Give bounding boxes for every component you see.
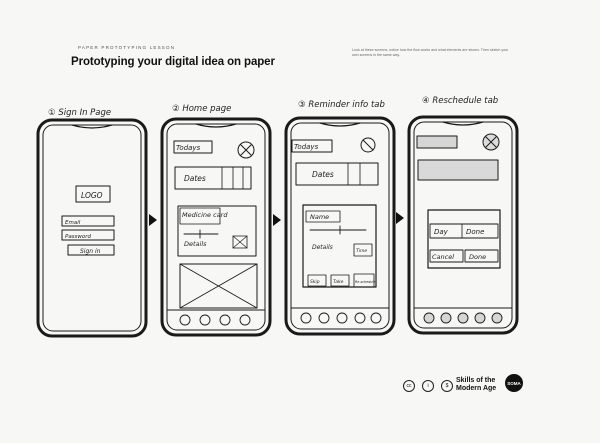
done-button[interactable] xyxy=(464,249,499,263)
noncommercial-icon: $ xyxy=(441,380,453,392)
today-tab[interactable] xyxy=(416,135,458,149)
nav-profile-icon[interactable] xyxy=(474,312,486,324)
phone-home xyxy=(160,117,272,337)
nav-profile-icon[interactable] xyxy=(239,314,251,326)
nav-home-icon[interactable] xyxy=(300,312,312,324)
close-icon[interactable] xyxy=(360,137,376,153)
nav-home-icon[interactable] xyxy=(423,312,435,324)
cancel-label: Cancel xyxy=(432,253,454,261)
today-tab[interactable] xyxy=(173,140,213,154)
brand-logo: SOMA xyxy=(505,374,523,392)
flow-arrow-1 xyxy=(149,214,157,226)
email-input[interactable] xyxy=(61,215,115,227)
dates-label: Dates xyxy=(312,170,334,179)
nav-reminder-icon[interactable] xyxy=(336,312,348,324)
reschedule-popup xyxy=(427,209,501,269)
password-label: Password xyxy=(65,234,92,240)
today-tab[interactable] xyxy=(291,139,333,153)
medicine-card-label: Medicine card xyxy=(182,211,228,219)
today-label: Todays xyxy=(176,144,201,152)
password-input[interactable] xyxy=(61,229,115,241)
attribution-icon: i xyxy=(422,380,434,392)
image-placeholder xyxy=(232,235,248,249)
take-button[interactable] xyxy=(330,274,350,287)
nav-reminder-icon[interactable] xyxy=(219,314,231,326)
day-done-field[interactable] xyxy=(429,223,499,239)
nav-calendar-icon[interactable] xyxy=(440,312,452,324)
reminder-popup xyxy=(302,204,377,288)
phone-reminder xyxy=(284,116,396,336)
time-label: Time xyxy=(356,248,367,254)
nav-profile-icon[interactable] xyxy=(354,312,366,324)
phone-reschedule xyxy=(407,115,519,335)
nav-reminder-icon[interactable] xyxy=(457,312,469,324)
kicker-text: PAPER PROTOTYPING LESSON xyxy=(78,45,176,50)
today-label: Todays xyxy=(294,143,319,151)
nav-calendar-icon[interactable] xyxy=(318,312,330,324)
flow-arrow-3 xyxy=(396,212,404,224)
done-field-label: Done xyxy=(466,228,484,236)
day-label: Day xyxy=(434,228,449,236)
nav-settings-icon[interactable] xyxy=(370,312,382,324)
flow-arrow-2 xyxy=(273,214,281,226)
page-title: Prototyping your digital idea on paper xyxy=(71,56,275,68)
reschedule-button[interactable] xyxy=(353,273,375,288)
dates-strip[interactable] xyxy=(295,162,379,186)
skip-label: Skip xyxy=(310,279,320,285)
cc-license-icon: cc xyxy=(403,380,415,392)
nav-calendar-icon[interactable] xyxy=(199,314,211,326)
email-label: Email xyxy=(65,220,81,226)
time-field[interactable] xyxy=(353,243,373,257)
step-label-sign-in: ① Sign In Page xyxy=(48,108,112,118)
name-field[interactable] xyxy=(305,210,341,223)
brand-line-2: Modern Age xyxy=(456,385,497,392)
details-label: Details xyxy=(312,244,333,251)
name-label: Name xyxy=(310,213,329,221)
brand-line-1: Skills of the xyxy=(456,377,496,384)
close-icon[interactable] xyxy=(237,141,255,159)
step-label-home: ② Home page xyxy=(172,104,232,114)
content-placeholder xyxy=(179,263,258,309)
intro-text: Look at these screens, notice how the fl… xyxy=(352,48,509,57)
done-label: Done xyxy=(469,253,486,261)
dates-strip[interactable] xyxy=(417,159,499,181)
step-label-reminder: ③ Reminder info tab xyxy=(298,100,385,110)
step-label-reschedule: ④ Reschedule tab xyxy=(422,96,499,106)
sign-in-button[interactable] xyxy=(67,244,115,256)
take-label: Take xyxy=(333,279,344,285)
dates-label: Dates xyxy=(184,174,206,183)
nav-settings-icon[interactable] xyxy=(491,312,503,324)
logo-box xyxy=(75,185,111,203)
dates-strip[interactable] xyxy=(174,166,252,190)
medicine-card[interactable] xyxy=(177,205,257,257)
skip-button[interactable] xyxy=(307,274,327,287)
cancel-button[interactable] xyxy=(429,249,464,263)
nav-home-icon[interactable] xyxy=(179,314,191,326)
brand-name: Skills of the Modern Age xyxy=(456,377,496,393)
phone-sign-in xyxy=(36,118,148,338)
details-label: Details xyxy=(184,240,207,248)
reschedule-label: Re-schedule xyxy=(355,280,375,284)
sign-in-label: Sign in xyxy=(80,248,101,255)
logo-label: LOGO xyxy=(81,191,103,200)
